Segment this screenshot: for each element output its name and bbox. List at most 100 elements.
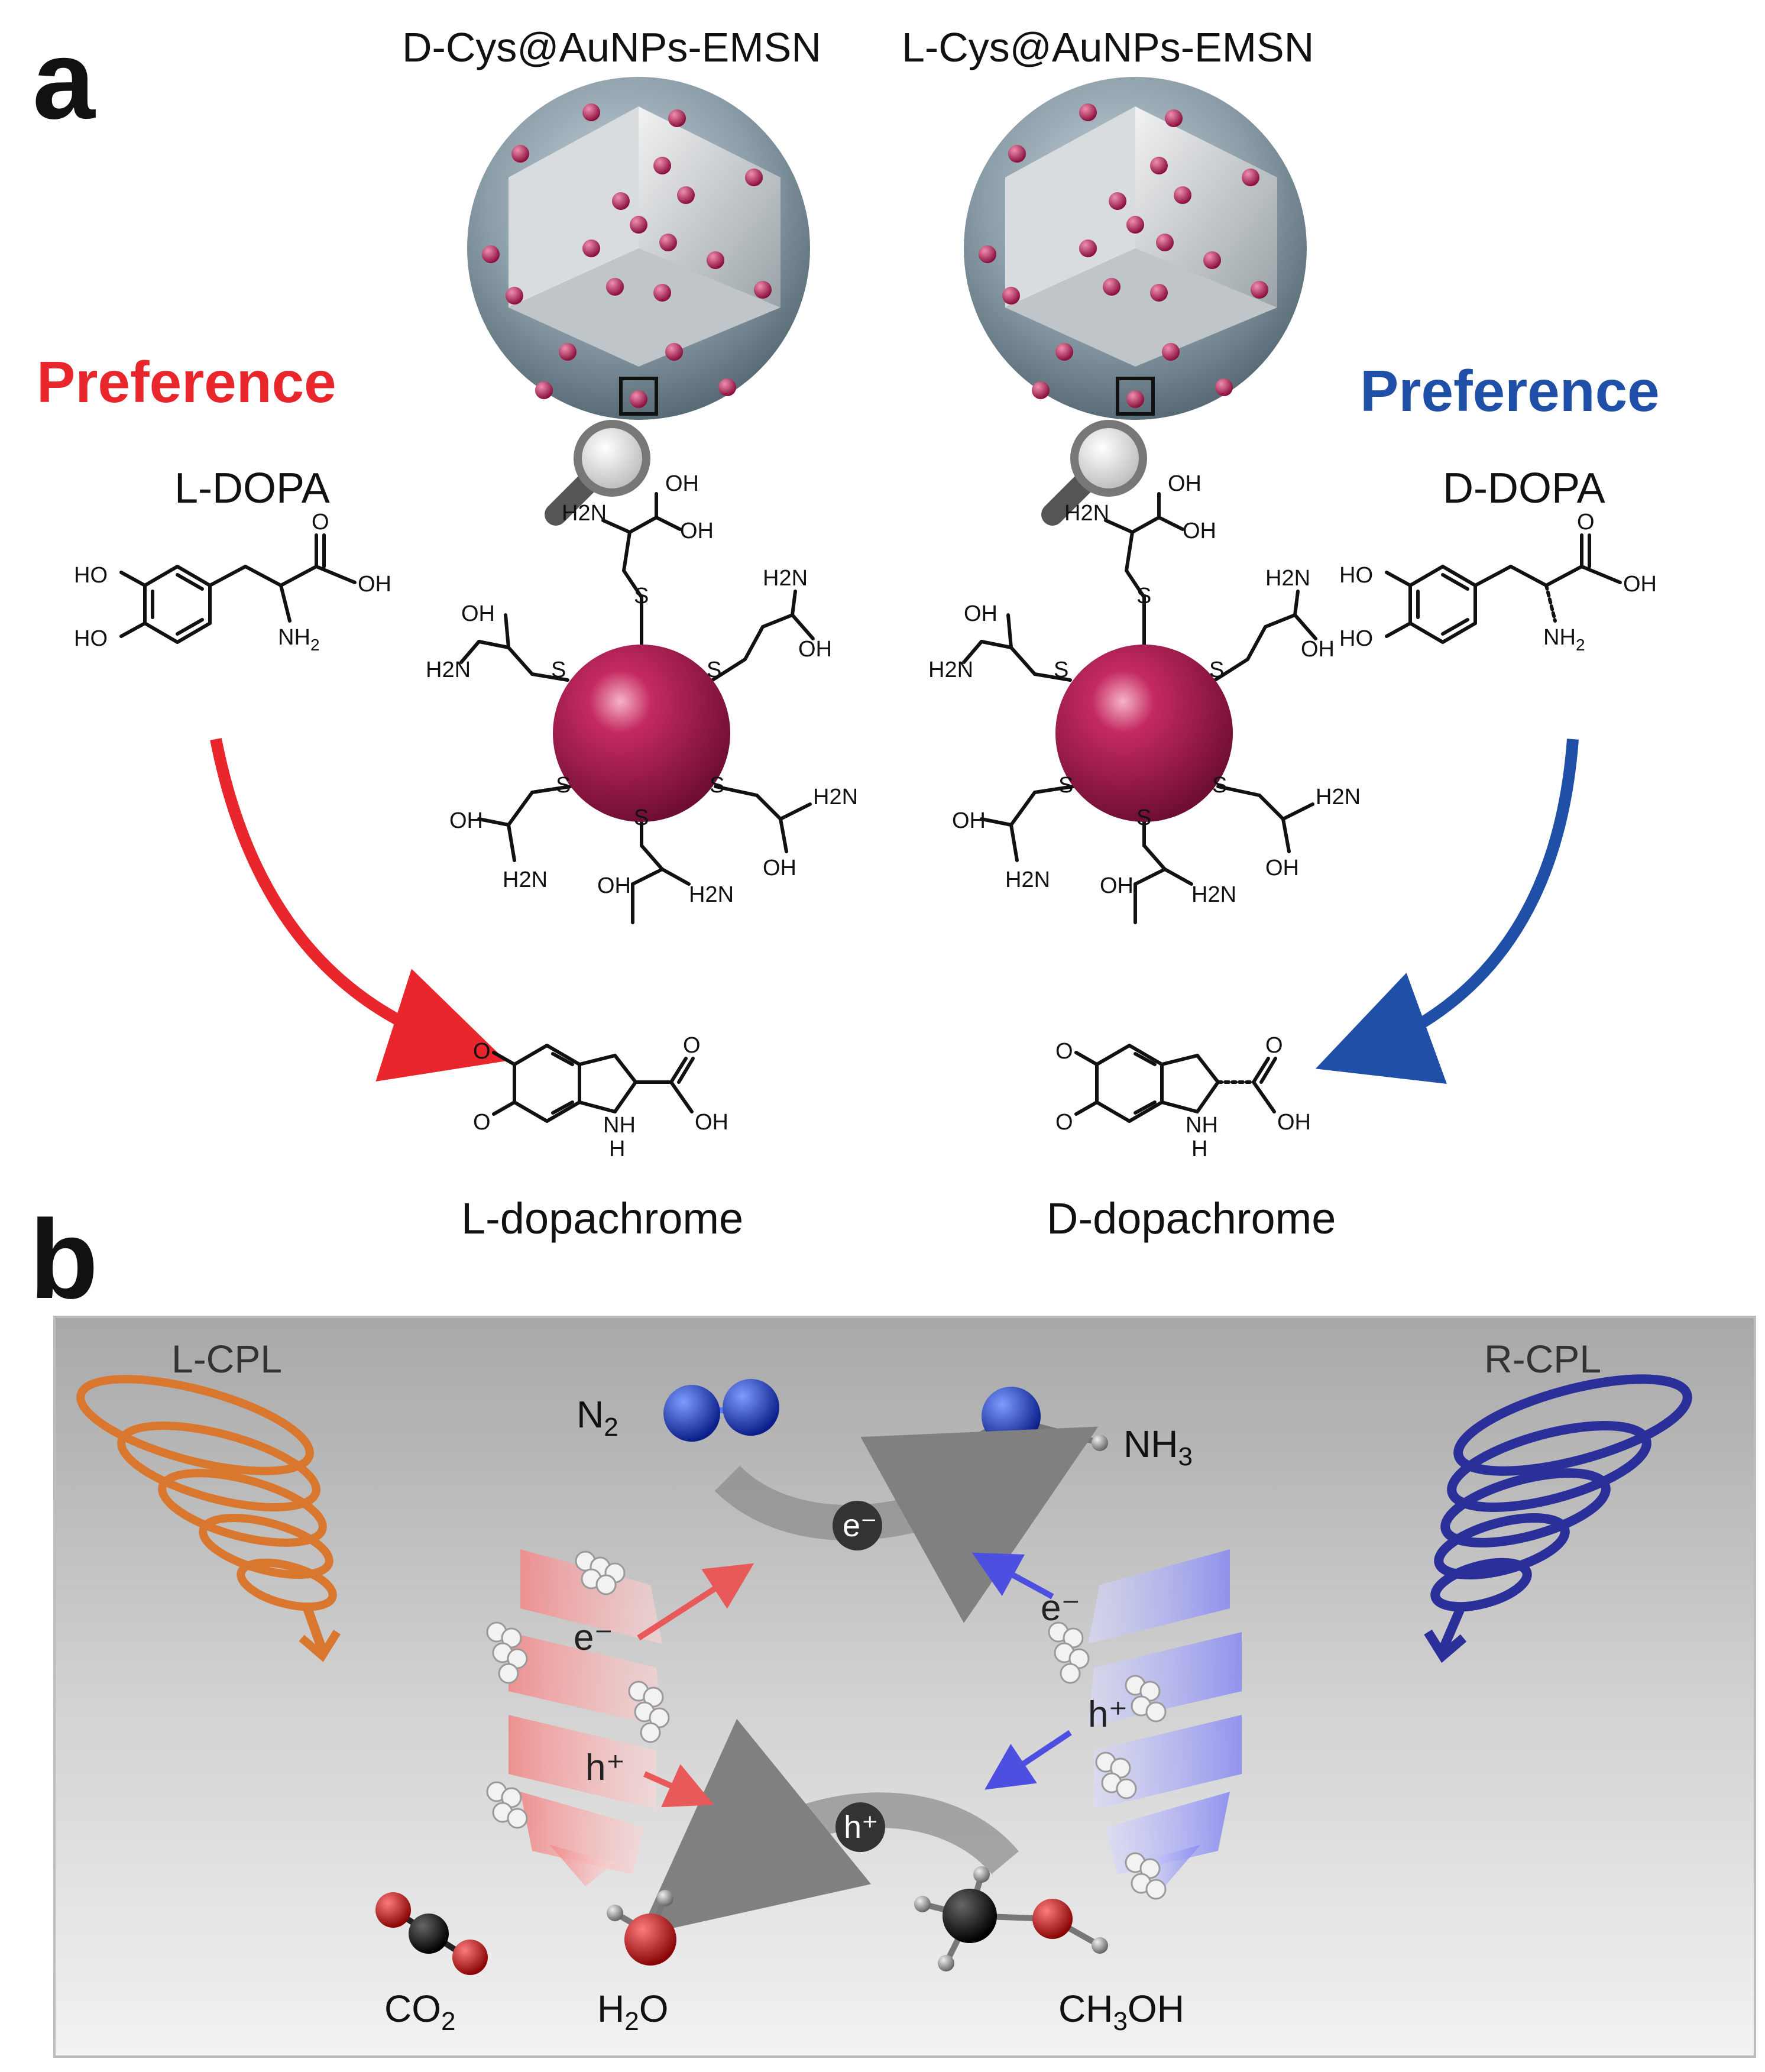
d-dopachrome-structure: O O O OH NH H [1055,1033,1311,1161]
panel-b-diagram: e⁻ h⁺ e⁻ h⁺ e⁻ h⁺ [76,1374,1692,1975]
l-cpl-label: L-CPL [171,1337,283,1381]
svg-text:O: O [1265,1033,1283,1058]
svg-text:OH: OH [1277,1110,1311,1135]
electron-arrow-right [971,1552,1054,1600]
svg-text:2: 2 [1576,636,1585,654]
arrow-left [210,738,507,1082]
svg-text:NH: NH [1186,1113,1218,1138]
graphene-clusters [486,1550,1167,1900]
nh3-molecule-icon [956,1387,1108,1475]
svg-text:H2N: H2N [562,501,607,526]
arrow-right [1315,739,1579,1084]
svg-text:O: O [1055,1039,1073,1064]
svg-text:HO: HO [74,626,108,651]
panel-a-letter: a [33,17,95,143]
svg-text:2: 2 [310,636,320,654]
co2-molecule-icon [375,1892,488,1975]
svg-text:H2N: H2N [503,867,548,892]
title-l-cys: L-Cys@AuNPs-EMSN [902,24,1314,70]
svg-text:H2N: H2N [928,658,973,682]
svg-text:OH: OH [763,856,796,880]
svg-text:OH: OH [964,601,998,626]
svg-text:H2N: H2N [763,566,808,591]
svg-text:OH: OH [597,873,631,898]
svg-text:HO: HO [1339,563,1373,588]
svg-text:S: S [1054,658,1068,682]
svg-text:O: O [683,1033,701,1058]
d-dopachrome-label: D-dopachrome [1047,1194,1336,1243]
svg-text:H: H [1191,1137,1207,1161]
emsn-sphere-right [964,77,1307,420]
l-cpl-spiral-icon [76,1375,341,1662]
title-d-cys: D-Cys@AuNPs-EMSN [402,24,821,70]
svg-text:OH: OH [461,601,495,626]
hole-arrow-left [643,1764,714,1808]
svg-text:S: S [1136,584,1151,608]
svg-text:OH: OH [358,572,391,597]
svg-text:S: S [710,773,724,798]
hole-circle-label: h⁺ [844,1809,879,1845]
n2-molecule-icon [663,1379,779,1442]
nh3-label: NH3 [1123,1423,1193,1471]
svg-text:O: O [1577,510,1595,535]
svg-text:NH: NH [1543,625,1576,650]
electron-arrow-left [637,1563,754,1641]
svg-text:S: S [634,584,649,608]
emsn-sphere-left [467,77,810,420]
svg-text:H2N: H2N [1191,882,1236,907]
svg-text:OH: OH [952,808,986,833]
svg-text:S: S [1058,773,1073,798]
svg-text:H2N: H2N [813,785,858,810]
l-dopa-structure: HO HO O OH NH 2 [74,510,391,654]
svg-text:OH: OH [1623,572,1657,597]
svg-text:H: H [609,1137,625,1161]
svg-text:OH: OH [665,471,699,496]
svg-text:S: S [1212,773,1227,798]
d-dopa-label: D-DOPA [1443,465,1605,512]
left-helix-ribbon [509,1549,662,1886]
panel-b-letter: b [30,1197,99,1322]
magnifier-icon [1041,420,1147,526]
l-dopachrome-structure: O O O OH NH H [473,1033,728,1161]
svg-text:S: S [634,805,649,830]
svg-text:H2N: H2N [1005,867,1050,892]
r-cpl-spiral-icon [1424,1374,1692,1663]
svg-text:OH: OH [1265,856,1299,880]
electron-label-left: e⁻ [574,1617,613,1658]
ch3oh-molecule-icon [914,1866,1108,1971]
hole-label-right: h⁺ [1088,1694,1128,1735]
svg-text:OH: OH [695,1110,728,1135]
svg-text:S: S [551,658,566,682]
svg-text:HO: HO [74,563,108,588]
hole-circle [835,1802,885,1852]
h2o-label: H2O [597,1987,669,2036]
preference-left: Preference [37,349,336,415]
electron-circle [833,1501,882,1550]
svg-text:OH: OH [1100,873,1134,898]
svg-text:OH: OH [1168,471,1202,496]
au-nanoparticle-right: S S S S S S OH OH H2N OH H2N H2N OH OH H… [928,471,1361,924]
svg-text:OH: OH [1301,637,1335,662]
l-dopachrome-label: L-dopachrome [461,1194,744,1243]
svg-text:OH: OH [680,519,714,543]
hole-label-left: h⁺ [585,1747,625,1788]
magnifier-icon [545,420,650,526]
svg-text:OH: OH [1183,519,1216,543]
svg-text:HO: HO [1339,626,1373,651]
svg-text:S: S [707,658,721,682]
n2-label: N2 [577,1393,618,1442]
l-dopa-label: L-DOPA [174,465,330,512]
svg-text:H2N: H2N [1316,785,1361,810]
svg-text:H2N: H2N [1064,501,1109,526]
preference-right: Preference [1360,358,1660,423]
svg-text:NH: NH [278,625,310,650]
co2-label: CO2 [384,1987,456,2036]
panel-a-diagram: S S S S S S OH OH H2N OH H2N H2N OH OH H… [74,77,1657,1161]
svg-text:H2N: H2N [689,882,734,907]
svg-text:S: S [1136,805,1151,830]
h2o-molecule-icon [607,1890,676,1966]
d-dopa-structure: HO HO O OH NH 2 [1339,510,1657,654]
svg-text:NH: NH [603,1113,636,1138]
au-nanoparticle-left: S S S S S S OH OH H2N OH H2N H2N OH OH H… [426,471,858,924]
r-cpl-label: R-CPL [1484,1337,1602,1381]
